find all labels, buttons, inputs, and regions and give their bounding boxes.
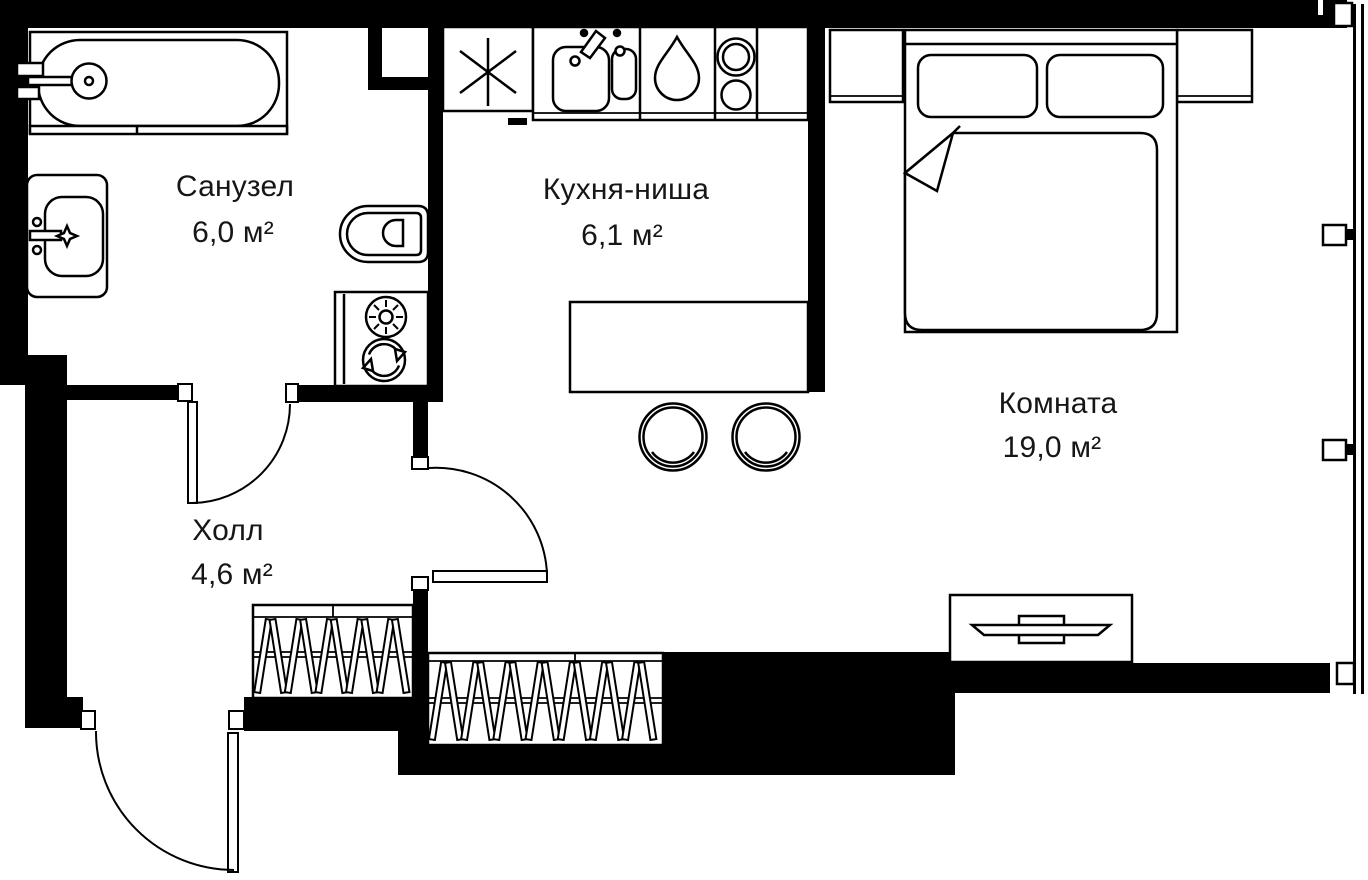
washing-machine xyxy=(333,290,430,388)
dining-table-icon xyxy=(568,300,810,394)
wall-niche-left xyxy=(368,25,382,90)
door-jamb-kitchen-bottom xyxy=(411,576,429,591)
bathtub-tap-upper-icon xyxy=(15,61,45,78)
bathroom-area-label: 6,0 м² xyxy=(192,216,274,249)
bed-blanket xyxy=(903,131,1159,332)
pillow-right-icon xyxy=(1045,53,1165,119)
wall-top xyxy=(0,0,1347,28)
kitchen-door-swing xyxy=(427,466,548,575)
wall-hall-west xyxy=(25,355,67,728)
wall-top-window-notch xyxy=(1318,0,1323,15)
bed-blanket-fold xyxy=(902,129,956,193)
washbasin-star-icon xyxy=(53,222,81,250)
pillow-left-icon xyxy=(916,53,1039,119)
wall-bottom-block xyxy=(663,652,955,775)
wall-divider-stub-bottom xyxy=(413,590,428,731)
wall-left xyxy=(0,0,28,385)
hall-name-label: Холл xyxy=(192,514,264,547)
washbasin xyxy=(25,173,109,299)
door-jamb-entry-left xyxy=(80,710,96,730)
bedroom-furniture xyxy=(828,28,1254,664)
nightstand-right xyxy=(1175,28,1254,104)
chair-icon-2 xyxy=(731,402,801,472)
bathtub-tap-lower-icon xyxy=(15,85,41,101)
door-jamb-entry-right xyxy=(228,710,245,730)
bathroom-door-swing xyxy=(191,403,291,504)
wall-counter-tick xyxy=(508,118,527,125)
toilet-flush-icon xyxy=(381,218,405,248)
window-glass-line-inner xyxy=(1353,4,1356,694)
entry-door-leaf xyxy=(227,732,239,873)
wardrobe-room-hangers xyxy=(427,660,658,742)
hall-area-label: 4,6 м² xyxy=(191,558,273,591)
window-band xyxy=(1321,1,1364,694)
wardrobe-hall-hangers xyxy=(253,617,411,695)
dining-set xyxy=(568,300,810,472)
tv-screen-icon xyxy=(968,623,1114,637)
bathtub-drain-dot xyxy=(83,75,95,87)
wardrobe-room xyxy=(426,651,665,747)
dishwasher-drop-icon xyxy=(653,34,701,102)
window-joint-bottom xyxy=(1335,661,1356,686)
kitchen-name-label: Кухня-ниша xyxy=(542,173,710,206)
window-glass-line-outer xyxy=(1361,4,1364,694)
wall-niche-bottom xyxy=(368,77,443,90)
wall-bedroom-west xyxy=(808,25,825,392)
wall-hall-south xyxy=(244,697,428,731)
door-jamb-bath-left xyxy=(177,383,193,402)
door-jamb-kitchen-top xyxy=(411,456,429,470)
washer-dial-rays xyxy=(369,300,403,334)
nightstand-left xyxy=(828,28,905,104)
wall-bathroom-south-east xyxy=(297,385,443,402)
bed-blanket-fold-tick xyxy=(952,125,961,134)
burner-small xyxy=(720,79,752,111)
wall-bathroom-south-west xyxy=(67,385,178,400)
chair-icon-1 xyxy=(638,402,708,472)
refrigerator-icon xyxy=(459,38,517,106)
hanger-stroke xyxy=(390,617,411,695)
door-jamb-bath-right xyxy=(285,383,299,403)
kitchen-faucet-icon xyxy=(569,28,626,67)
room-name-label: Комната xyxy=(998,387,1118,420)
wardrobe-hall xyxy=(251,603,415,700)
washer-arrow-head-2 xyxy=(360,356,375,373)
kitchen-sink-basin-small xyxy=(610,47,638,101)
kitchen-area-label: 6,1 м² xyxy=(581,219,663,252)
burner-large-inner xyxy=(721,42,751,72)
bathtub xyxy=(15,30,289,136)
kitchen-door-leaf xyxy=(432,570,548,583)
wall-bottom-thin xyxy=(955,663,1330,693)
window-mullion-1 xyxy=(1321,223,1348,247)
bathroom-door-leaf xyxy=(187,401,198,504)
wall-divider-stub-top xyxy=(413,402,428,458)
window-mullion-2 xyxy=(1321,438,1348,462)
room-area-label: 19,0 м² xyxy=(1002,431,1102,464)
bathroom-name-label: Санузел xyxy=(175,170,295,203)
entry-door-swing xyxy=(94,730,235,871)
doors xyxy=(80,383,548,873)
washbasin-knob-upper xyxy=(31,216,43,228)
wall-kitchen-west xyxy=(428,25,443,402)
window-mullion-2-tick xyxy=(1345,444,1355,455)
window-joint-top xyxy=(1332,1,1354,28)
hanger-stroke xyxy=(637,660,658,742)
wall-entry-stub xyxy=(67,697,83,728)
washer-dial-center xyxy=(378,309,394,325)
toilet xyxy=(338,204,430,264)
bathtub-screen xyxy=(28,124,289,136)
washer-arrow-head-1 xyxy=(393,347,408,364)
window-mullion-1-tick xyxy=(1345,229,1355,240)
kitchen-sink-basin-large xyxy=(551,45,611,113)
washbasin-knob-lower xyxy=(31,244,43,256)
kitchen-counter xyxy=(441,25,810,122)
cooktop-icon xyxy=(716,37,756,111)
